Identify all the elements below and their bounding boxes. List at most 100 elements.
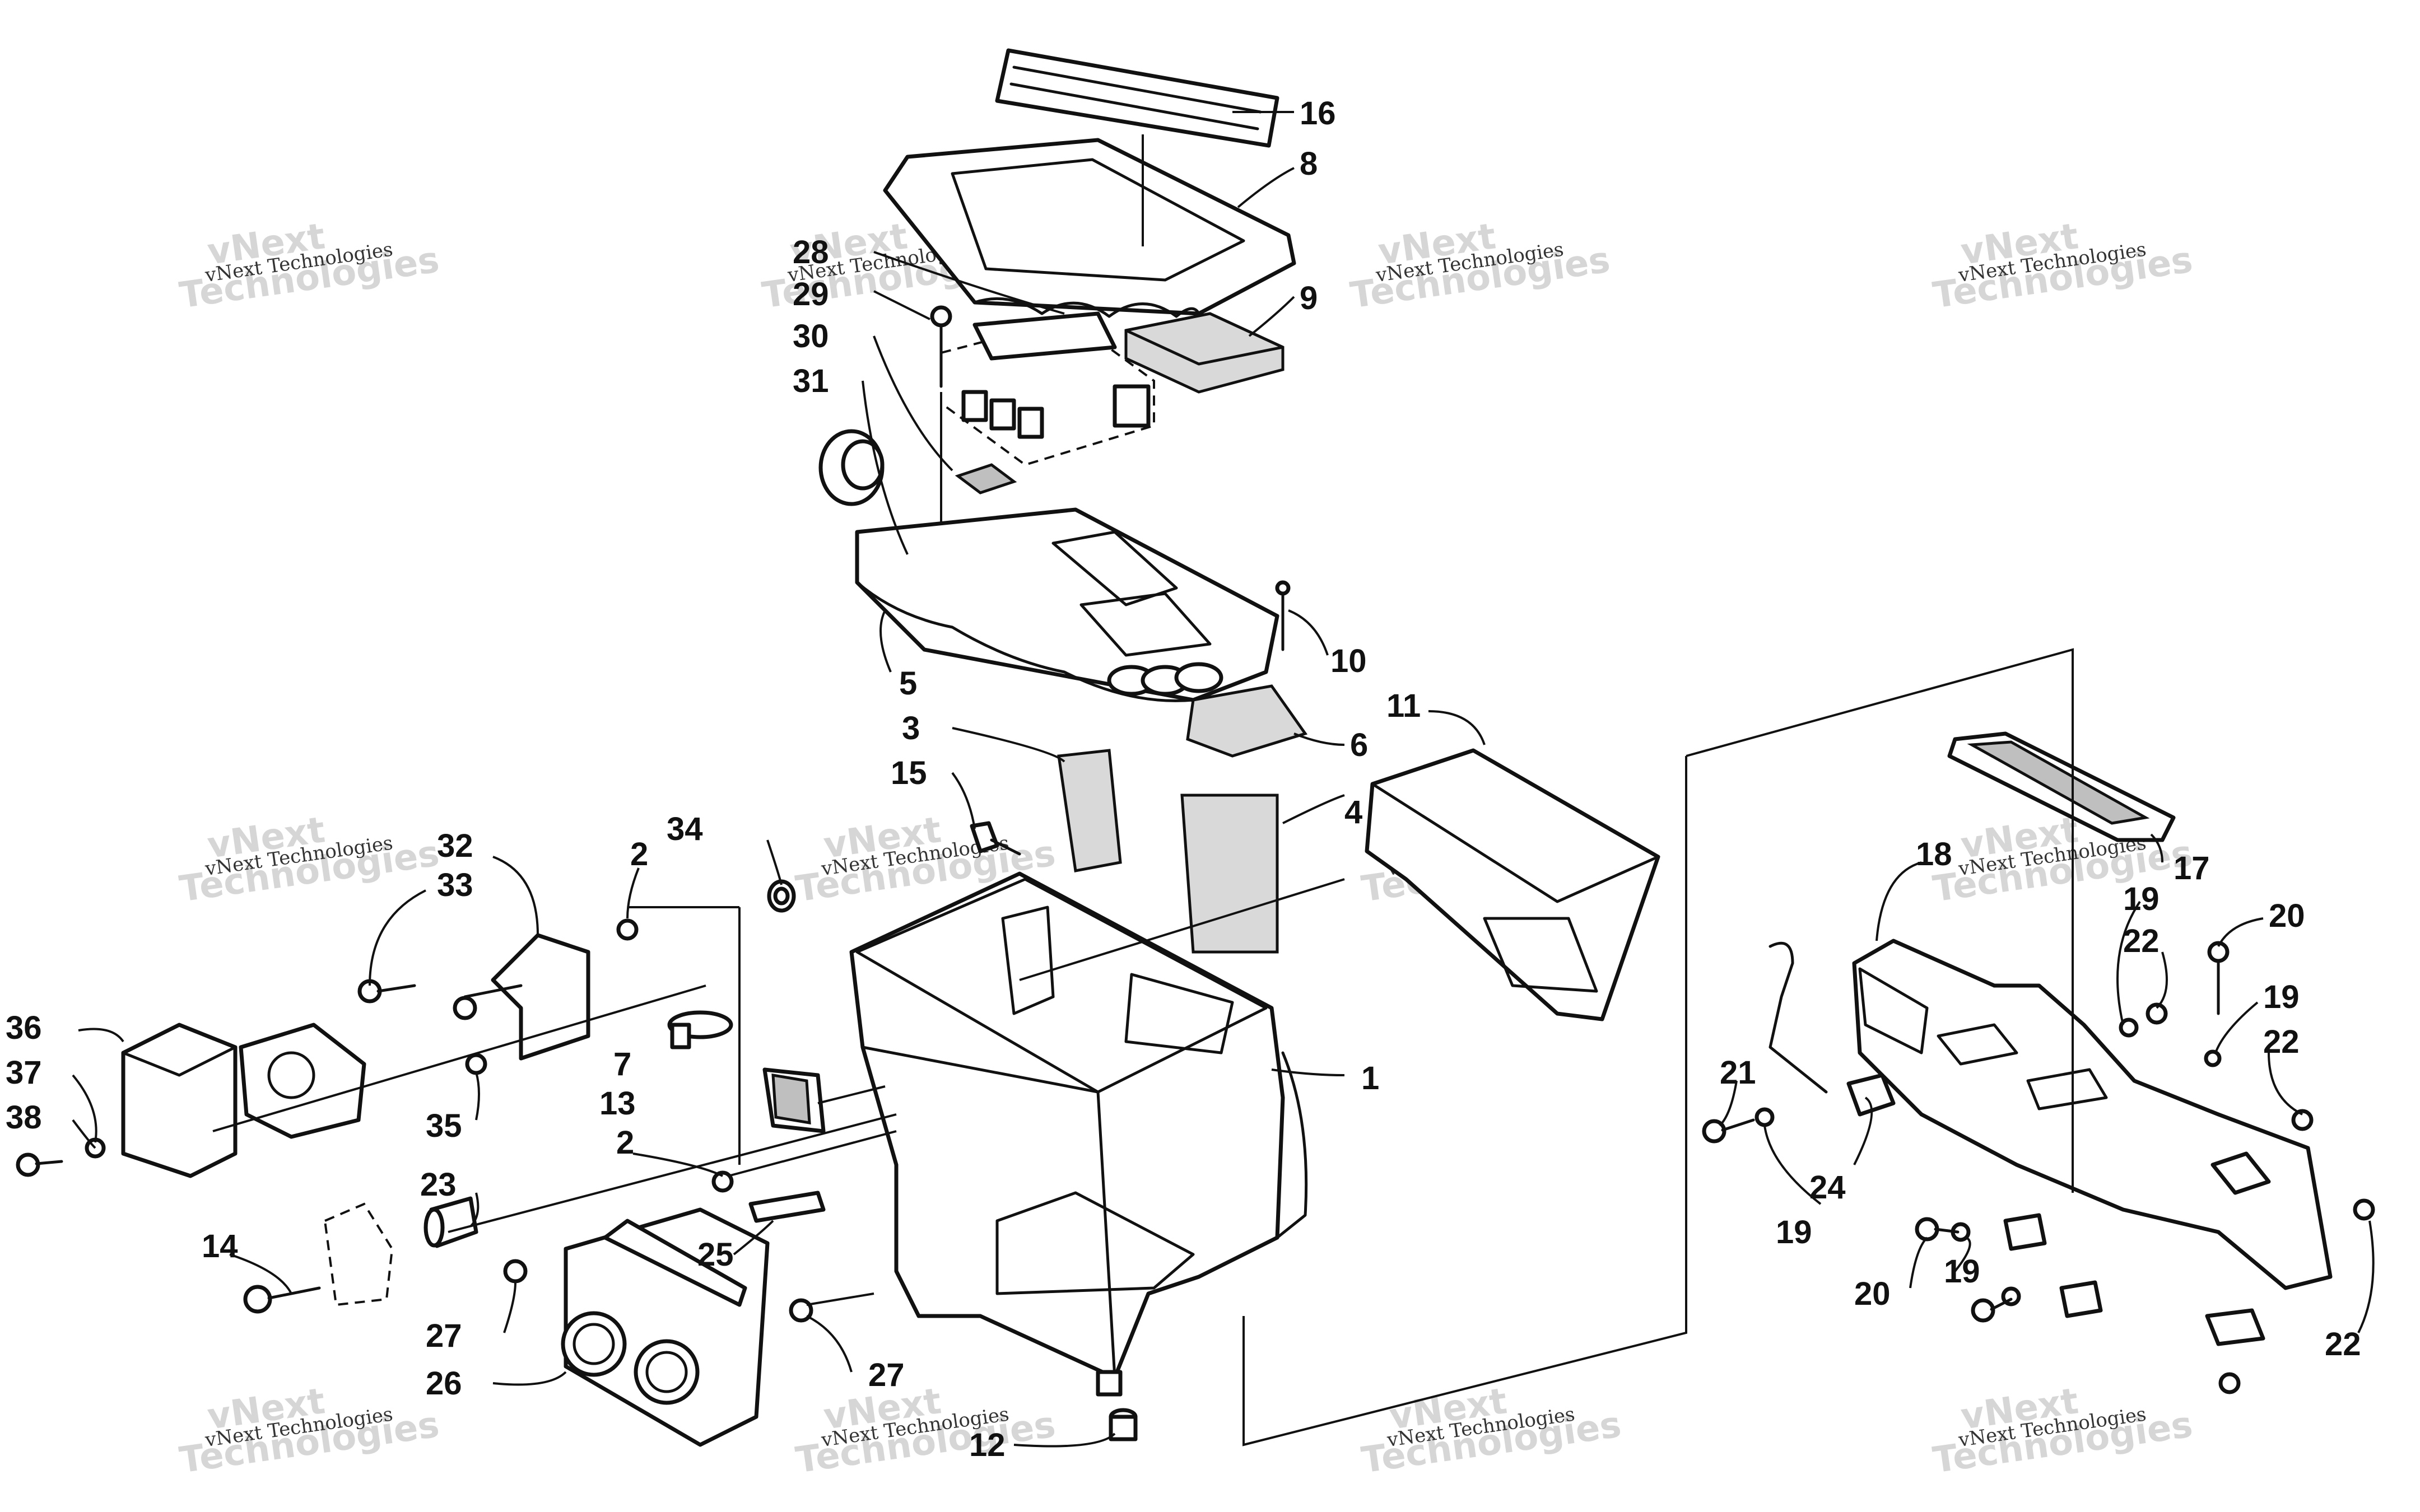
callout-38: 38 [6,1099,42,1136]
callout-11: 11 [1386,688,1421,724]
callout-5: 5 [899,665,917,702]
callout-26: 26 [426,1365,462,1402]
callout-1: 1 [1361,1060,1379,1096]
callout-16: 16 [1300,95,1336,132]
callout-8: 8 [1300,146,1318,182]
part-box-36 [121,1023,238,1178]
leader-line [448,1113,897,1233]
part-bolt-33 [357,979,416,1004]
callout-25: 25 [697,1236,734,1273]
callout-2: 2 [630,836,648,872]
callout-15: 15 [891,755,927,791]
callout-28: 28 [793,234,829,270]
part-plug-27 [503,1259,813,1323]
part-grommet-silencer [1846,1073,2103,1318]
part-grommet-31 [818,429,885,506]
part-airbox-cover-8 [883,134,1296,318]
group-outline-left [627,906,741,1165]
callout-23: 23 [420,1166,457,1203]
callout-30: 30 [793,318,829,354]
part-nut-2 [616,918,734,1193]
group-outline-right [1242,648,2074,1446]
callout-22: 22 [2123,923,2160,959]
callout-36: 36 [6,1010,42,1046]
part-grommet-34 [767,879,796,913]
watermark: vNext Technologies vNext Technologies [1348,216,1613,316]
part-spacer-23 [424,1196,478,1248]
callout-27: 27 [426,1318,462,1354]
part-bolt-14 [243,1285,321,1314]
callout-22c: 22 [2325,1326,2361,1362]
callout-2b: 2 [616,1124,634,1161]
part-decal-16 [995,48,1279,148]
part-mechanism [239,1023,366,1139]
part-gasket-17 [1947,731,2176,842]
callout-27b: 27 [868,1357,905,1393]
watermark: vNext Technologies vNext Technologies [1930,1380,2195,1481]
part-foam-filter-9 [1124,312,1285,394]
part-screw-10 [1275,580,1291,651]
watermark: vNext Technologies vNext Technologies [177,809,442,910]
part-nut-22 [2146,1002,2375,1394]
part-plug-12 [1109,1408,1138,1441]
watermarks: vNext Technologies vNext Technologies vN… [177,216,2195,1481]
part-foam-3 [1057,749,1122,872]
callout-34: 34 [667,811,703,847]
part-clamp-7 [667,1010,733,1049]
callout-37: 37 [6,1054,42,1091]
leader-line [212,984,706,1132]
callout-24: 24 [1809,1169,1846,1206]
part-base-plate-5 [855,507,1279,702]
part-airbox-base-1 [849,871,1308,1397]
callout-labels: 16 8 9 28 29 30 31 5 10 11 6 3 4 15 34 2… [6,95,2361,1463]
callout-13: 13 [599,1085,636,1122]
callout-18: 18 [1916,836,1952,872]
parts [16,48,2375,1447]
part-bolt-15 [970,821,1021,856]
part-duct-26 [561,1207,770,1447]
callout-19c: 19 [1776,1214,1812,1250]
part-module-28 [940,311,1155,466]
callout-22b: 22 [2263,1024,2300,1060]
leader-line [817,1085,886,1104]
callout-31: 31 [793,363,829,399]
callout-20: 20 [2269,898,2305,934]
callout-19d: 19 [1944,1253,1980,1290]
callout-32: 32 [437,828,473,864]
callout-12: 12 [969,1427,1006,1463]
callout-7: 7 [613,1046,631,1082]
callout-3: 3 [902,710,920,746]
part-foam-4 [1180,794,1279,954]
part-strap-25 [748,1191,826,1223]
callout-21: 21 [1720,1054,1756,1091]
part-rod-24 [1769,941,1828,1094]
callout-14: 14 [202,1228,238,1264]
callout-4: 4 [1344,794,1362,830]
part-intake-11 [1365,748,1660,1021]
callout-33: 33 [437,867,473,903]
leader-line [1019,878,1345,981]
leader-line [728,1130,897,1177]
watermark: vNext Technologies vNext Technologies [793,1380,1058,1481]
part-bolt-21 [1702,1118,1755,1144]
watermark: vNext Technologies vNext Technologies [793,809,1058,910]
part-silencer-18 [1852,939,2333,1290]
callout-35: 35 [426,1108,462,1144]
part-bracket-dashed [323,1202,394,1306]
part-bracket-13 [762,1067,826,1133]
part-foam-pad-6 [1186,684,1308,758]
callout-leaders [72,111,2375,1448]
watermark: vNext Technologies vNext Technologies [177,1380,442,1481]
callout-19: 19 [2123,881,2160,917]
part-bolt-20 [1915,941,2230,1323]
callout-19b: 19 [2263,979,2300,1015]
callout-9: 9 [1300,280,1318,316]
leader-line [806,1292,874,1306]
part-pad-30 [955,463,1017,494]
callout-10: 10 [1330,643,1367,679]
callout-29: 29 [793,276,829,312]
part-nut-35 [465,1053,487,1075]
watermark: vNext Technologies vNext Technologies [1930,216,2195,316]
callout-17: 17 [2174,850,2210,886]
